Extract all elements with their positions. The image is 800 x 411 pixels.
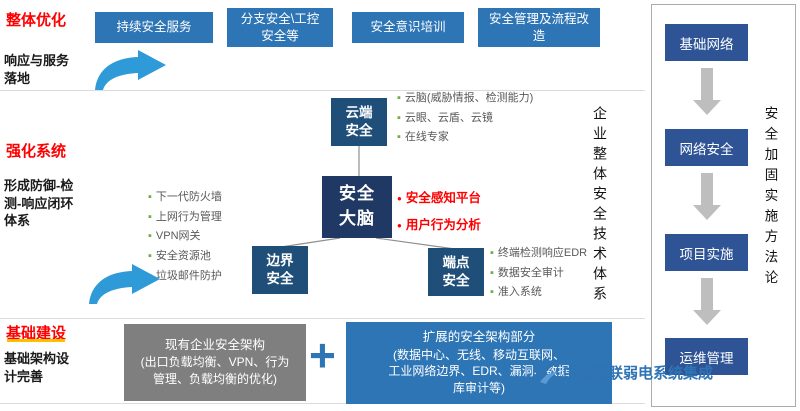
list-item-highlight: 安全感知平台 bbox=[397, 187, 481, 206]
list-item: 数据安全审计 bbox=[490, 267, 587, 280]
sublabel-closed-loop: 形成防御-检测-响应闭环体系 bbox=[4, 178, 74, 229]
plus-sign: + bbox=[309, 329, 336, 381]
list-item: 下一代防火墙 bbox=[148, 191, 222, 204]
section-label-strengthen-system: 强化系统 bbox=[6, 143, 67, 160]
step-network-security: 网络安全 bbox=[665, 129, 748, 166]
list-item: 在线专家 bbox=[397, 131, 533, 144]
existing-architecture-title: 现有企业安全架构 bbox=[164, 337, 265, 352]
list-item: 安全资源池 bbox=[148, 250, 222, 263]
brain-highlight-list: 安全感知平台 用户行为分析 bbox=[397, 187, 481, 241]
down-arrow-icon bbox=[693, 173, 721, 220]
box-branch-industrial-security: 分支安全\工控安全等 bbox=[227, 8, 333, 47]
list-item: 准入系统 bbox=[490, 286, 587, 299]
list-item: 云眼、云盾、云镜 bbox=[397, 112, 533, 125]
list-item-highlight: 用户行为分析 bbox=[397, 214, 481, 233]
curved-up-arrow-icon bbox=[95, 50, 166, 90]
down-arrow-icon bbox=[693, 68, 721, 115]
node-security-brain: 安全大脑 bbox=[322, 176, 392, 238]
step-basic-network: 基础网络 bbox=[665, 24, 748, 61]
extended-architecture-detail: (数据中心、无线、移动互联网、工业网络边界、EDR、漏洞、数据库审计等) bbox=[388, 347, 570, 396]
step-project-implementation: 项目实施 bbox=[665, 234, 748, 271]
watermark: 中诚智联弱电系统集成 bbox=[533, 359, 713, 385]
section-label-overall-optimization: 整体优化 bbox=[6, 12, 67, 29]
watermark-logo-icon bbox=[535, 363, 558, 384]
box-security-awareness-training: 安全意识培训 bbox=[352, 12, 464, 43]
extended-architecture-title: 扩展的安全架构部分 bbox=[422, 330, 536, 345]
down-arrow-icon bbox=[693, 278, 721, 325]
box-management-process-reform: 安全管理及流程改造 bbox=[478, 8, 600, 47]
curved-up-arrow-icon bbox=[89, 264, 160, 304]
node-endpoint-security: 端点安全 bbox=[428, 248, 484, 296]
existing-architecture-detail: (出口负载均衡、VPN、行为管理、负载均衡的优化) bbox=[140, 355, 290, 387]
endpoint-security-list: 终端检测响应EDR 数据安全审计 准入系统 bbox=[490, 247, 587, 306]
step-operations-management: 运维管理 bbox=[665, 338, 748, 375]
list-item: 上网行为管理 bbox=[148, 211, 222, 224]
border-security-list: 下一代防火墙 上网行为管理 VPN网关 安全资源池 垃圾邮件防护 bbox=[148, 191, 222, 289]
divider-middle-bottom bbox=[0, 318, 645, 319]
vertical-label-methodology: 安全加固实施方法论 bbox=[762, 106, 778, 291]
watermark-text: 中诚智联弱电系统集成 bbox=[563, 364, 714, 382]
list-item: 垃圾邮件防护 bbox=[148, 270, 222, 283]
divider-bottom-edge bbox=[0, 403, 645, 404]
node-cloud-security: 云端安全 bbox=[331, 98, 387, 146]
box-continuous-security-service: 持续安全服务 bbox=[95, 12, 213, 43]
list-item: 终端检测响应EDR bbox=[490, 247, 587, 260]
sublabel-architecture-design: 基础架构设计完善 bbox=[4, 351, 70, 384]
list-item: 云脑(威胁情报、检测能力) bbox=[397, 92, 533, 105]
list-item: VPN网关 bbox=[148, 230, 222, 243]
node-border-security: 边界安全 bbox=[252, 246, 308, 294]
section-label-infrastructure: 基础建设 bbox=[6, 325, 67, 342]
cloud-security-list: 云脑(威胁情报、检测能力) 云眼、云盾、云镜 在线专家 bbox=[397, 92, 533, 151]
vertical-label-enterprise-system: 企业整体安全技术体系 bbox=[592, 106, 608, 306]
sublabel-response-service: 响应与服务落地 bbox=[4, 53, 70, 86]
label-underline-highlight bbox=[7, 339, 65, 342]
extended-architecture-box: 扩展的安全架构部分 (数据中心、无线、移动互联网、工业网络边界、EDR、漏洞、数… bbox=[346, 322, 612, 404]
divider-top-middle bbox=[0, 90, 645, 91]
existing-architecture-box: 现有企业安全架构 (出口负载均衡、VPN、行为管理、负载均衡的优化) bbox=[124, 324, 306, 401]
